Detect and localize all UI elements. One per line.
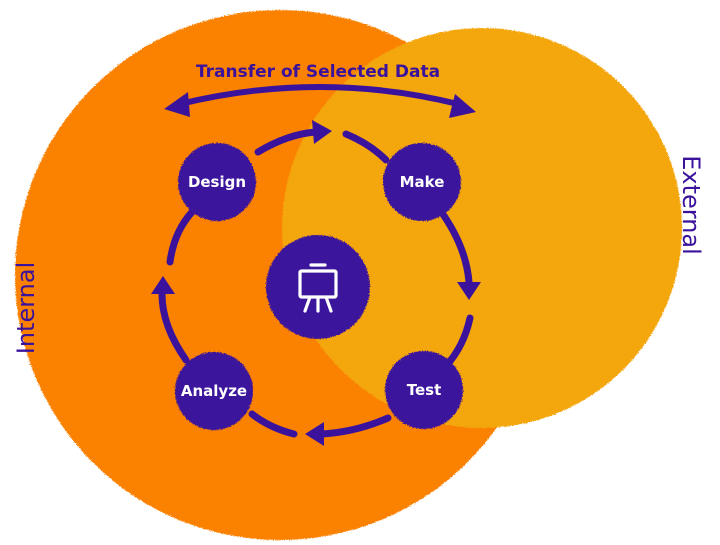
cycle-ring xyxy=(158,128,474,438)
arrow-test-to-analyze xyxy=(318,414,392,438)
external-circle xyxy=(282,28,682,428)
transfer-label: Transfer of Selected Data xyxy=(196,62,440,82)
presentation-easel-icon xyxy=(298,263,338,313)
arrow-design-to-make xyxy=(254,128,320,156)
arrow-make-to-test xyxy=(436,206,473,286)
internal-label: Internal xyxy=(12,262,40,355)
node-test-label: Test xyxy=(407,381,442,399)
center-node xyxy=(266,235,370,339)
node-analyze: Analyze xyxy=(175,352,253,430)
node-design-label: Design xyxy=(188,173,246,191)
cycle-arrowheads xyxy=(151,120,481,446)
node-test: Test xyxy=(385,351,463,429)
transfer-arrow xyxy=(164,84,476,118)
node-make: Make xyxy=(383,143,461,221)
arrow-analyze-to-design xyxy=(158,290,190,364)
node-make-label: Make xyxy=(400,173,445,191)
node-design: Design xyxy=(178,143,256,221)
external-label: External xyxy=(677,155,705,255)
node-analyze-label: Analyze xyxy=(181,382,247,400)
